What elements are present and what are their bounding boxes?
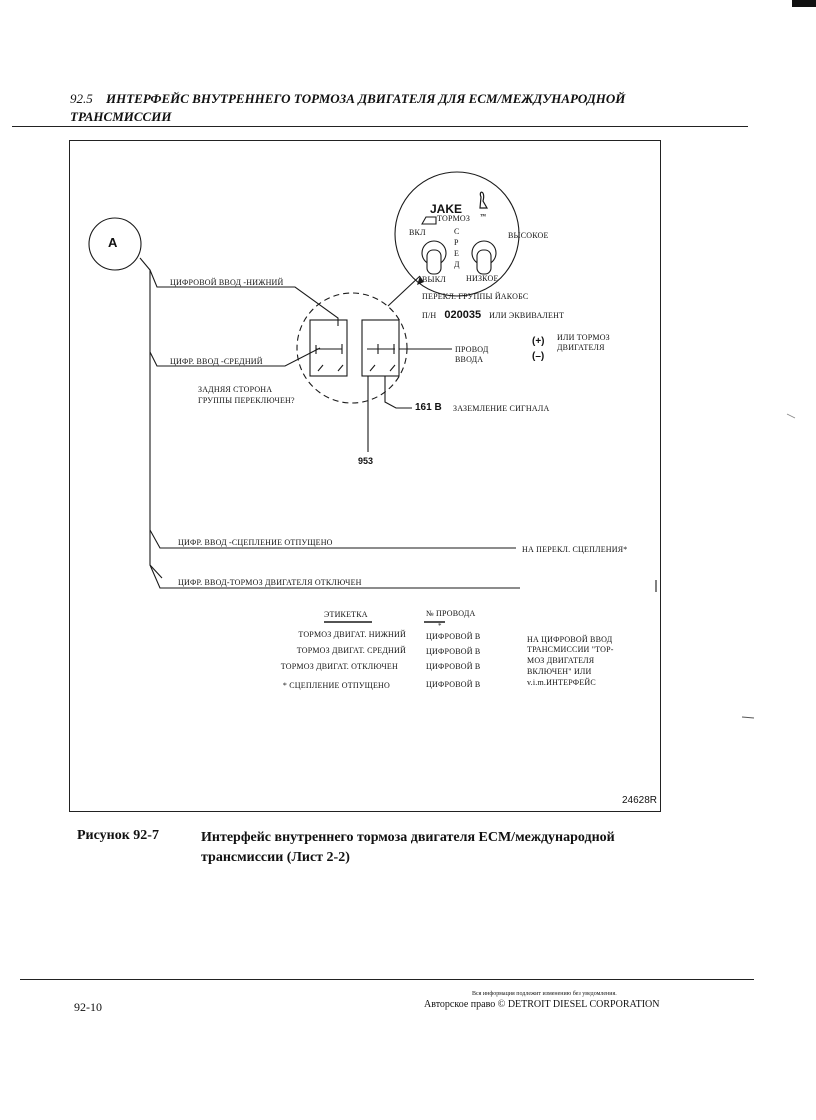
wire-clutch (149, 529, 516, 549)
off-label: ВЫКЛ (422, 275, 446, 284)
figure-caption: Интерфейс внутреннего тормоза двигателя … (201, 830, 615, 865)
back-side-line-1: ЗАДНЯЯ СТОРОНА (198, 385, 273, 394)
section-header: 92.5 ИНТЕРФЕЙС ВНУТРЕННЕГО ТОРМОЗА ДВИГА… (70, 90, 720, 126)
wire-161b (384, 376, 412, 409)
scan-mark (786, 413, 796, 419)
section-number: 92.5 (70, 91, 93, 106)
footer-rule (20, 979, 754, 980)
pn-suffix: ИЛИ ЭКВИВАЛЕНТ (489, 311, 565, 320)
wire-mid (149, 347, 321, 367)
footer-copyright: Авторское право © DETROIT DIESEL CORPORA… (424, 999, 660, 1010)
table-row-4-wire: ЦИФРОВОЙ В (426, 680, 481, 689)
minus-sign: (–) (532, 351, 545, 362)
section-title: ИНТЕРФЕЙС ВНУТРЕННЕГО ТОРМОЗА ДВИГАТЕЛЯ … (70, 91, 626, 124)
wire-label-mid: ЦИФР. ВВОД -СРЕДНИЙ (170, 357, 263, 366)
wire-label-brake-off: ЦИФР. ВВОД-ТОРМОЗ ДВИГАТЕЛЯ ОТКЛЮЧЕН (178, 578, 362, 587)
wire-number-953: 953 (358, 456, 374, 466)
back-side-line-2: ГРУППЫ ПЕРЕКЛЮЧЕН? (198, 396, 295, 405)
high-label: ВЫСОКОЕ (508, 231, 549, 240)
table-col-wire: № ПРОВОДА (426, 609, 476, 618)
jake-logo: JAKE (430, 202, 463, 216)
table-note-line-4: ВКЛЮЧЕН" ИЛИ (527, 667, 592, 676)
table-row-3-label: ТОРМОЗ ДВИГАТ. ОТКЛЮЧЕН (280, 662, 398, 671)
wire-low (149, 269, 339, 326)
table-row-4-label: * СЦЕПЛЕНИЕ ОТПУЩЕНО (282, 681, 390, 690)
table-row-1-label: ТОРМОЗ ДВИГАТ. НИЖНИЙ (298, 630, 406, 639)
brake-label: ТОРМОЗ (437, 214, 471, 223)
toggle-switch-left (421, 240, 447, 275)
or-brake-line-1: ИЛИ ТОРМОЗ (557, 333, 610, 342)
corner-mark (792, 0, 816, 7)
part-number: 020035 (444, 309, 482, 321)
connector-a-circle (88, 217, 142, 271)
table-note-line-5: v.i.m.ИНТЕРФЕЙС (527, 678, 596, 687)
wire-number-161b: 161 В (415, 402, 442, 413)
switch-back-circle (296, 292, 408, 404)
plus-sign: (+) (532, 336, 545, 347)
scan-mark-2 (741, 716, 755, 719)
header-rule (12, 126, 748, 127)
switch-group-caption: ПЕРЕКЛ. ГРУППЫ ЙАКОБС (422, 292, 529, 301)
table-note-line-2: ТРАНСМИССИИ "ТОР- (527, 645, 614, 654)
signal-ground-label: ЗАЗЕМЛЕНИЕ СИГНАЛА (453, 404, 550, 413)
connector-a-label: A (108, 235, 118, 250)
terminals-left (315, 344, 343, 354)
low-label: НИЗКОЕ (466, 274, 499, 283)
table-row-2-label: ТОРМОЗ ДВИГАТ. СРЕДНИЙ (296, 646, 406, 655)
table-note-line-3: МОЗ ДВИГАТЕЛЯ (527, 656, 595, 665)
leader-arrow (387, 275, 421, 307)
harness-line (139, 257, 163, 579)
med-letter-3: Е (454, 249, 460, 258)
med-letter-4: Д (454, 260, 460, 269)
table-row-1-wire: ЦИФРОВОЙ В (426, 632, 481, 641)
table-asterisk: * (438, 622, 442, 630)
wire-brake-off (149, 564, 520, 589)
on-label: ВКЛ (409, 228, 426, 237)
trademark: ™ (480, 214, 486, 220)
input-wire-line-1: ПРОВОД (455, 345, 489, 354)
bracket-icon (421, 216, 437, 225)
wire-label-low: ЦИФРОВОЙ ВВОД -НИЖНИЙ (170, 278, 284, 287)
footer-notice: Вся информация подлежит изменению без ув… (472, 991, 617, 997)
figure-code: 24628R (622, 795, 658, 806)
figure-frame (69, 140, 661, 812)
table-col-label: ЭТИКЕТКА (324, 610, 368, 619)
med-letter-2: Р (454, 238, 459, 247)
input-wire-line-2: ВВОДА (455, 355, 484, 364)
toggle-switch-right (471, 240, 497, 275)
switch-panel-circle (394, 171, 520, 297)
arrow-head-icon (417, 276, 424, 285)
terminal-ticks (317, 364, 396, 372)
med-letter-1: С (454, 227, 460, 236)
part-number-line: П/Н 020035 ИЛИ ЭКВИВАЛЕНТ (422, 305, 564, 323)
switch-box-left (309, 319, 348, 377)
table-row-2-wire: ЦИФРОВОЙ В (426, 647, 481, 656)
pn-prefix: П/Н (422, 311, 437, 320)
table-row-3-wire: ЦИФРОВОЙ В (426, 662, 481, 671)
figure-label: Рисунок 92-7 (77, 828, 159, 843)
to-clutch-switch-label: НА ПЕРЕКЛ. СЦЕПЛЕНИЯ* (522, 545, 628, 554)
wire-label-clutch: ЦИФР. ВВОД -СЦЕПЛЕНИЕ ОТПУЩЕНО (178, 538, 333, 547)
switch-box-right (361, 319, 400, 377)
page-number: 92-10 (74, 1000, 102, 1014)
jake-logo-icon (479, 191, 489, 209)
terminals-right (367, 344, 395, 354)
or-brake-line-2: ДВИГАТЕЛЯ (557, 343, 605, 352)
table-note-line-1: НА ЦИФРОВОЙ ВВОД (527, 635, 613, 644)
